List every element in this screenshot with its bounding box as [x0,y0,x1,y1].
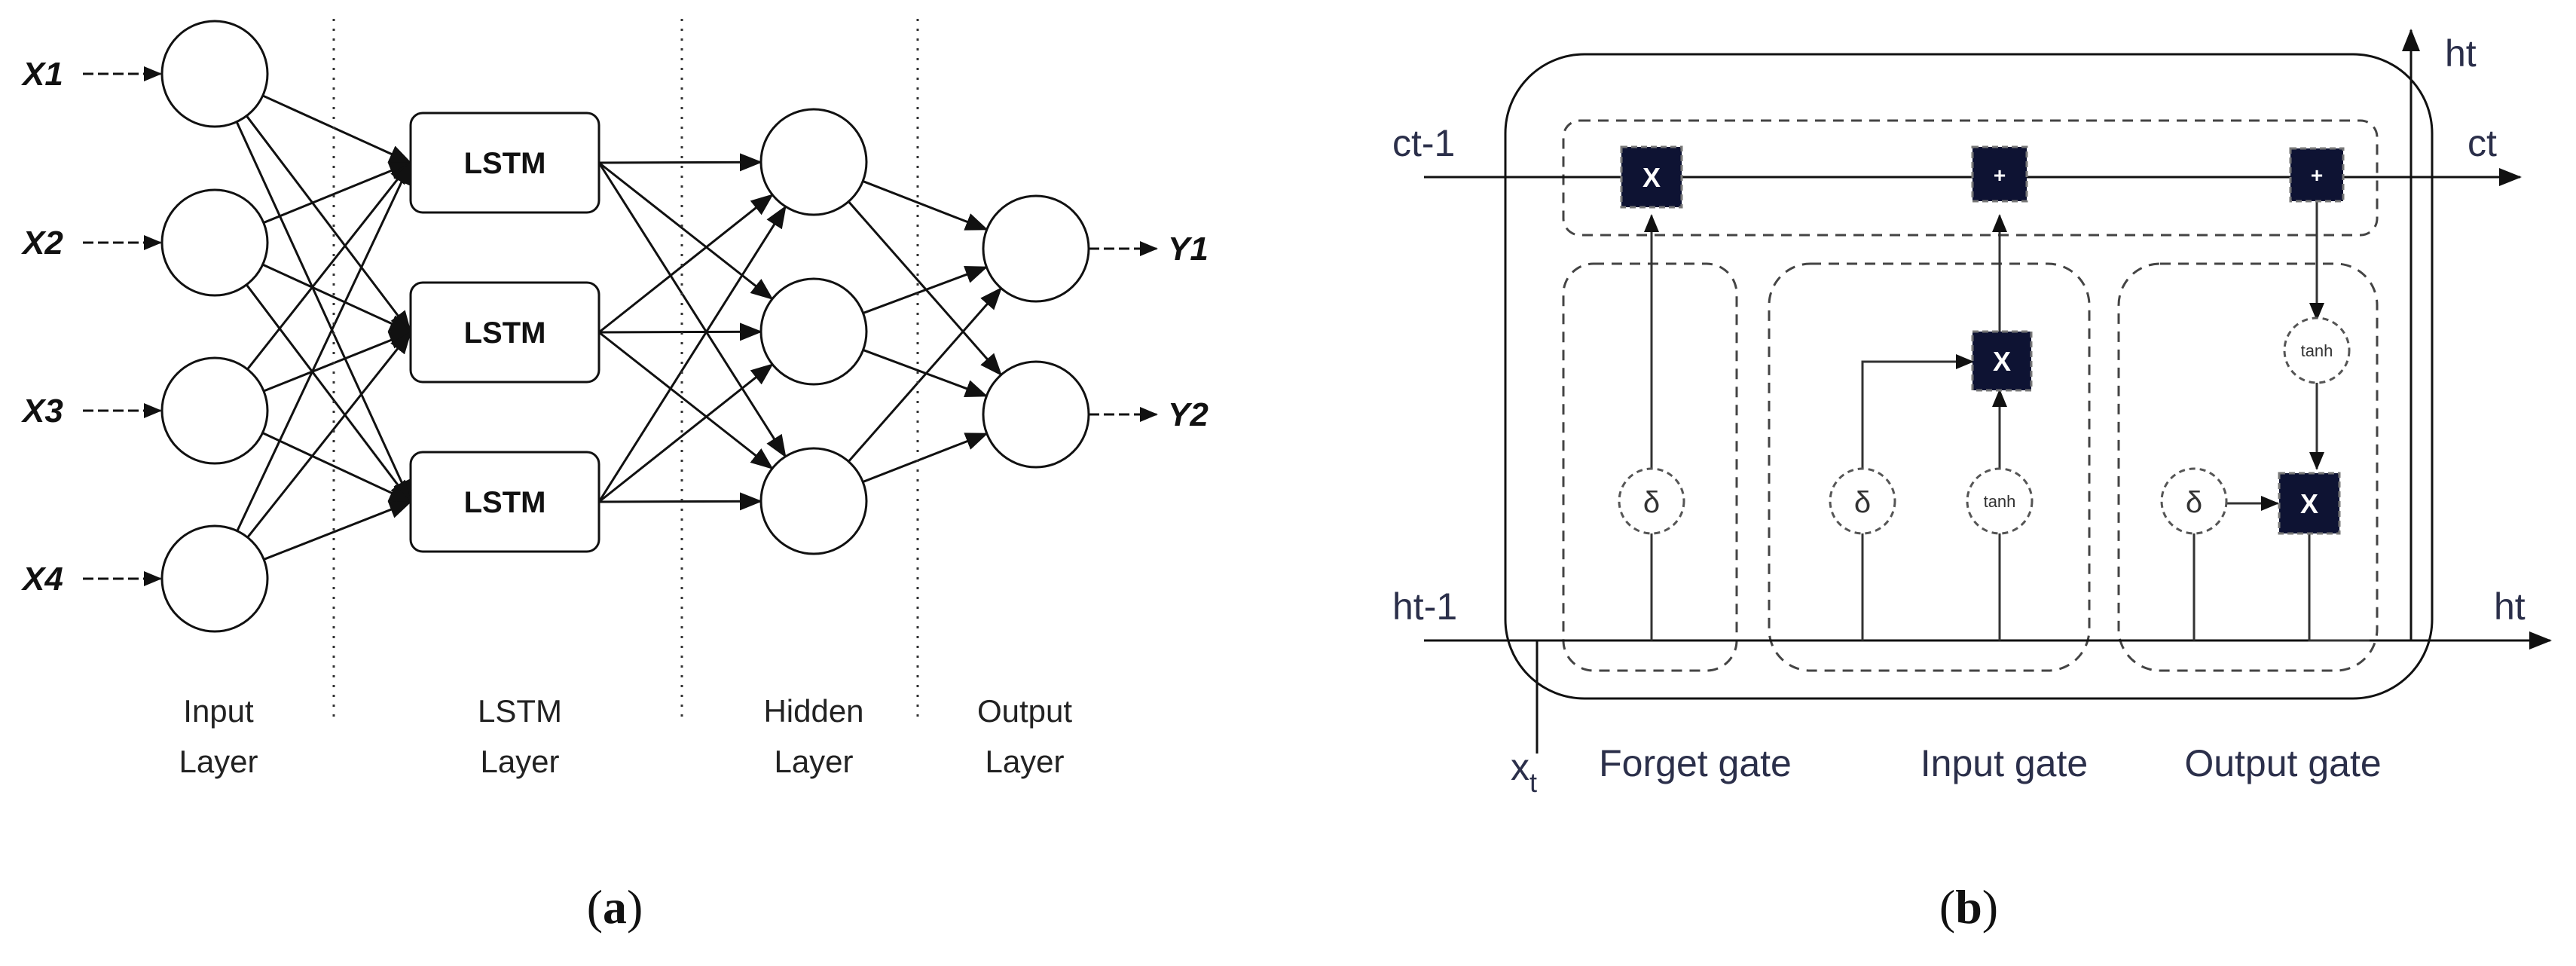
multiply-op-forget [1620,145,1683,209]
layer-label: Hidden [763,693,863,729]
input-label: X1 [20,56,63,93]
tanh-label: tanh [2301,341,2333,360]
xt-label: xt [1511,746,1537,798]
input-label: X4 [20,561,63,598]
layer-label: LSTM [478,693,562,729]
lstm-block [409,281,600,384]
gate-label-forget: Forget gate [1599,742,1792,784]
h-out-right-label: ht [2494,585,2526,628]
input-lstm-edge [246,331,412,539]
output-gate-box [2117,262,2379,672]
sigma-input [1829,467,1896,535]
connection-lines [235,94,1003,561]
layer-label: Layer [480,744,559,779]
input-gate-box [1768,262,2091,672]
lstm-hidden-edge [597,162,787,458]
c-prev-label: ct-1 [1392,122,1455,164]
gate-label-input: Input gate [1921,742,2088,784]
input-node [160,20,269,128]
input-label: X3 [20,393,63,430]
sigma-label: δ [2186,486,2202,519]
output-gate-path [2308,533,2370,642]
gate-label-output: Output gate [2184,742,2381,784]
sigma-forget [1618,467,1685,535]
lstm-hidden-edge [598,161,774,300]
lstm-hidden-edge [598,331,774,469]
layer-label: Input [183,693,254,729]
add-op-input [1971,145,2028,203]
caption-a: (a) [587,880,643,934]
output-node [982,360,1090,469]
input-lstm-edge [246,161,412,371]
hidden-node [759,277,868,386]
hidden-output-edge [863,349,989,398]
input-lstm-edge [246,115,412,334]
input-node [160,524,269,633]
multiply-op-input [1971,330,2033,392]
layer-label: Layer [774,744,853,779]
output-label: Y2 [1168,396,1209,433]
forget-gate-box [1562,262,1738,672]
tanh-label: tanh [1984,492,2016,511]
lstm-hidden-edge [598,492,763,511]
input-lstm-edge [263,331,412,393]
tanh-input [1966,467,2034,535]
hidden-output-edge [862,433,989,483]
hidden-output-edge [848,287,1003,463]
multiply-op-output [2278,472,2341,535]
output-node [982,194,1090,303]
output-label: Y1 [1168,231,1209,267]
hidden-node [759,447,868,555]
layer-label: Output [977,693,1072,729]
input-node [160,188,269,297]
input-node [160,356,269,465]
sigma-output [2160,467,2228,535]
c-out-label: ct [2468,122,2497,164]
lstm-hidden-edge [598,194,774,334]
lstm-label: LSTM [464,486,546,519]
input-lstm-edge [263,161,412,224]
input-label: X2 [20,225,63,261]
lstm-label: LSTM [464,316,546,350]
multiply-symbol: X [1993,346,2011,377]
input-lstm-edge [262,94,412,164]
layer-label: Layer [179,744,258,779]
lstm-block [409,451,600,553]
layer-label: Layer [985,744,1064,779]
caption-b: (b) [1939,880,1998,934]
hidden-node [759,108,868,216]
add-op-output [2289,147,2345,203]
sigma-label: δ [1854,486,1871,519]
tanh-output [2283,316,2351,384]
input-gate-path [1861,354,1974,640]
multiply-symbol: X [2300,488,2318,519]
multiply-symbol: X [1642,162,1661,193]
hidden-output-edge [862,180,989,231]
h-prev-label: ht-1 [1392,585,1457,628]
lstm-hidden-edge [597,205,787,503]
input-lstm-edge [261,432,412,503]
input-lstm-edge [236,161,412,532]
panel-a-network: X1 X2 X3 X4 LSTM LSTM LSTM Y1 Y2 Input L… [20,19,1209,934]
hidden-output-edge [863,265,989,314]
input-lstm-edge [246,283,412,503]
add-symbol: + [1994,164,2006,187]
sigma-label: δ [1643,486,1660,519]
input-lstm-edge [235,121,412,503]
input-lstm-edge [262,263,412,334]
lstm-block [409,112,600,214]
h-out-top-label: ht [2445,32,2477,75]
lstm-hidden-edge [598,153,763,172]
add-symbol: + [2311,164,2323,187]
cell-boundary [1504,53,2434,700]
input-lstm-edge [263,500,412,561]
hidden-output-edge [848,200,1003,376]
lstm-label: LSTM [464,147,546,180]
lstm-hidden-edge [598,363,774,503]
panel-b-lstm-cell: δ δ δ tanh tanh X + + X X ct-1 ct ht-1 h… [1392,29,2552,934]
